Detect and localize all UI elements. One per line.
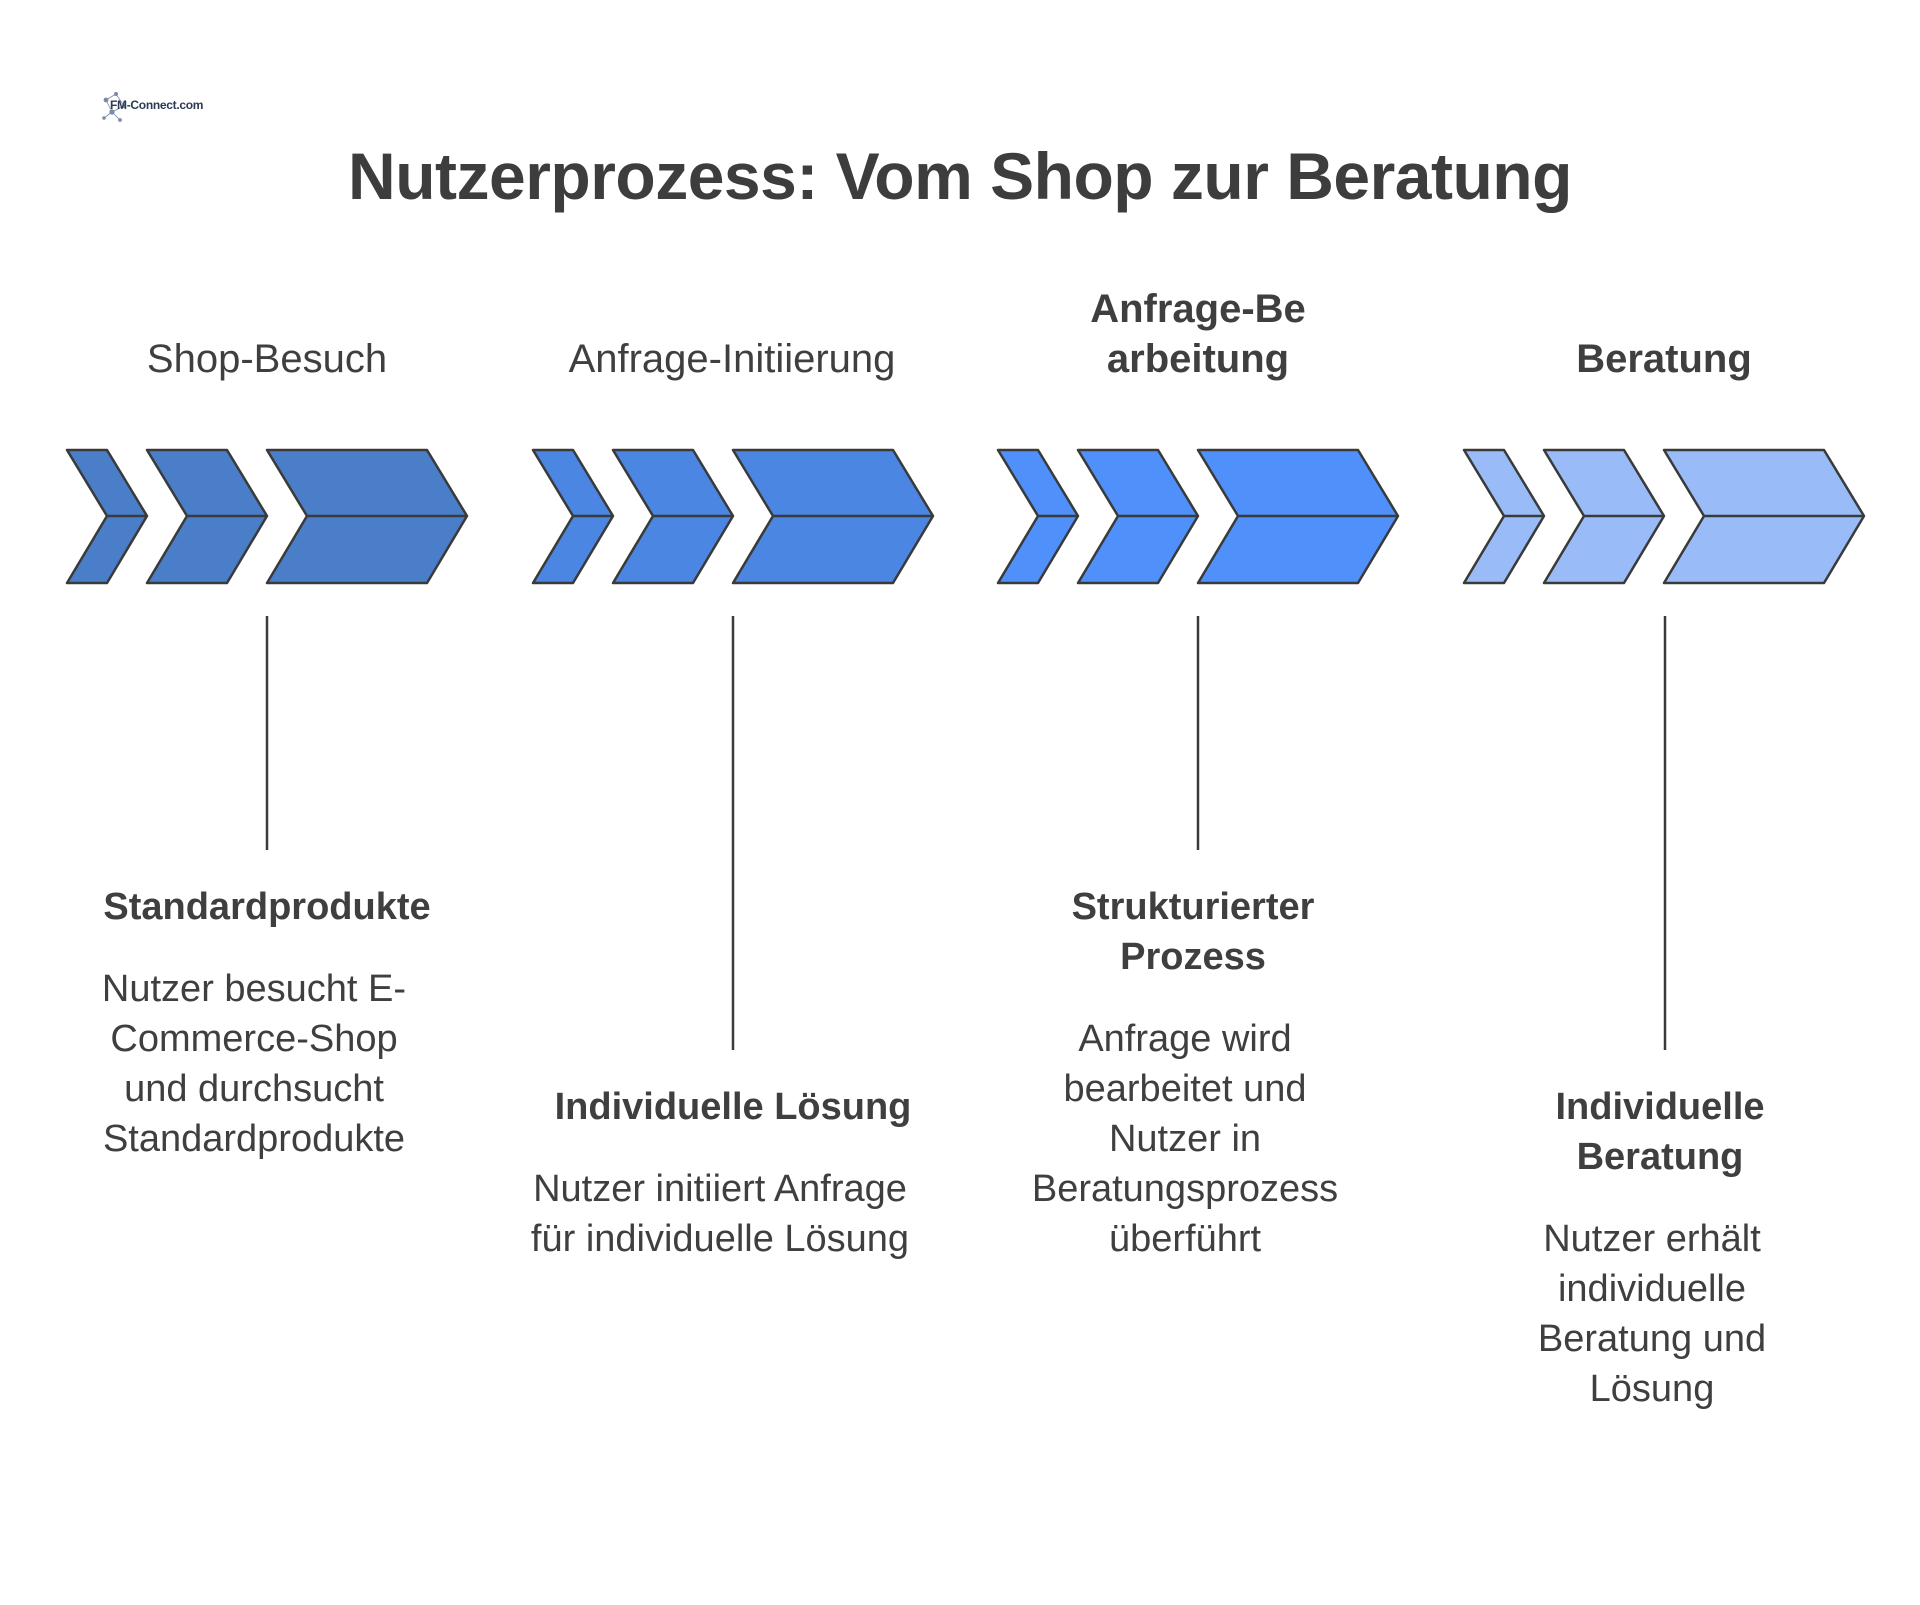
- stage3-subtitle-text: Strukturierter Prozess: [1071, 886, 1315, 978]
- stage1-description-text: Nutzer besucht E-Commerce-Shop und durch…: [101, 968, 407, 1160]
- stage4-subtitle: Individuelle Beratung: [1440, 1082, 1880, 1182]
- stage-label-beratung: Beratung: [1576, 337, 1752, 381]
- stage3-description: Anfrage wird bearbeitet und Nutzer in Be…: [975, 1014, 1395, 1264]
- stage4-subtitle-text: Individuelle Beratung: [1555, 1086, 1765, 1178]
- logo-text: FM-Connect.com: [110, 98, 204, 112]
- stage3-subtitle: Strukturierter Prozess: [973, 882, 1413, 982]
- stage2-description-text: Nutzer initiiert Anfrage für individuell…: [530, 1168, 910, 1260]
- stage4-description-text: Nutzer erhält individuelle Beratung und …: [1537, 1218, 1767, 1410]
- stage2-subtitle: Individuelle Lösung: [554, 1086, 912, 1128]
- stage3-description-text: Anfrage wird bearbeitet und Nutzer in Be…: [1031, 1018, 1339, 1260]
- stage-label-anfrage-bearbeitung: Anfrage-Bearbeitung: [1008, 284, 1388, 384]
- stage1-description: Nutzer besucht E-Commerce-Shop und durch…: [44, 964, 464, 1164]
- page-title: Nutzerprozess: Vom Shop zur Beratung: [348, 139, 1572, 213]
- stage1-subtitle: Standardprodukte: [103, 886, 431, 928]
- stage4-description: Nutzer erhält individuelle Beratung und …: [1442, 1214, 1862, 1414]
- network-logo-icon: [102, 92, 126, 122]
- stage-label-anfrage-bearbeitung-text: Anfrage-Bearbeitung: [1090, 287, 1306, 381]
- stage2-description: Nutzer initiiert Anfrage für individuell…: [510, 1164, 930, 1264]
- stage-label-anfrage-initiierung: Anfrage-Initiierung: [568, 337, 896, 381]
- stage-label-shop-besuch: Shop-Besuch: [146, 337, 388, 381]
